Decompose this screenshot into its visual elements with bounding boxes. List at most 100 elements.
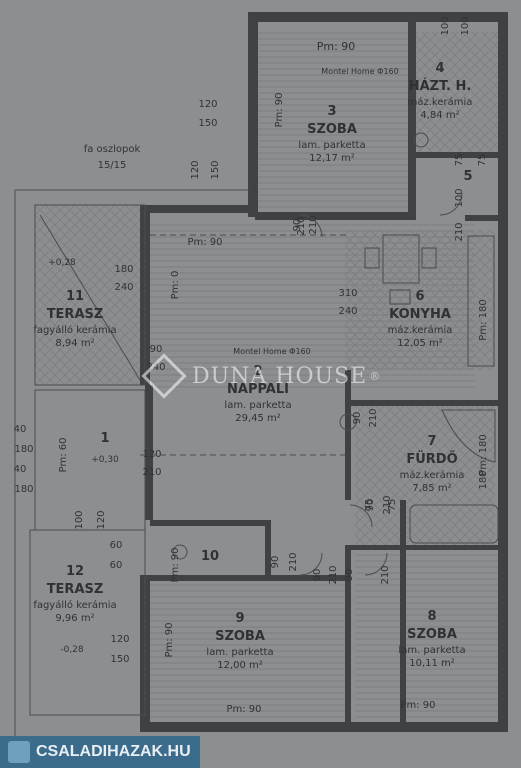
dimension-d180c: 180 xyxy=(478,470,489,489)
room-floor: máz.kerámia xyxy=(400,469,465,481)
wall xyxy=(150,520,270,526)
kitchen-counter-icon xyxy=(467,235,495,367)
room-name: SZOBA xyxy=(307,122,357,137)
sink-icon xyxy=(413,132,429,148)
shower-icon xyxy=(441,409,496,463)
floor-room-9 xyxy=(150,580,350,720)
dimension-d120e: 120 xyxy=(110,634,129,645)
source-footer: CSALADIHAZAK.HU xyxy=(0,736,200,768)
wall xyxy=(350,400,500,406)
annotation-lvl_b: -0,28 xyxy=(60,645,84,655)
dimension-d150a: 150 xyxy=(198,118,217,129)
annotation-pm90_br: Pm: 90 xyxy=(400,700,435,711)
dimension-d100b: 100 xyxy=(440,16,451,35)
room-number: 8 xyxy=(427,609,436,624)
wall xyxy=(248,12,258,217)
room-area: 29,45 m² xyxy=(235,413,281,424)
toilet-icon xyxy=(339,413,357,431)
chair-icon xyxy=(364,247,380,269)
dimension-d240: 240 xyxy=(114,282,133,293)
dimension-d210g: 210 xyxy=(382,495,393,514)
wall xyxy=(400,500,406,725)
wall xyxy=(498,12,508,732)
dimension-d75c: 75 xyxy=(364,499,375,512)
wall xyxy=(345,545,351,725)
room-name: TERASZ xyxy=(47,582,104,597)
dimension-d40a: 40 xyxy=(14,424,27,435)
room-floor: lam. parketta xyxy=(298,140,365,151)
annotation-pm90_9: Pm: 90 xyxy=(164,622,175,657)
room-floor: lam. parketta xyxy=(224,400,291,411)
room-number: 7 xyxy=(427,434,436,449)
dimension-d75d: 75 xyxy=(387,499,398,512)
wall xyxy=(140,722,508,732)
door-swing-icon xyxy=(299,214,323,238)
dimension-d40b: 40 xyxy=(14,464,27,475)
dimension-d210e: 210 xyxy=(454,222,465,241)
room-name: SZOBA xyxy=(407,627,457,642)
room-number: 2 xyxy=(253,364,262,379)
room-floor: fagyálló kerámia xyxy=(33,324,116,336)
dimension-d120a: 120 xyxy=(198,99,217,110)
watermark-logo-icon xyxy=(141,353,187,399)
dimension-d180b: 180 xyxy=(14,484,33,495)
annotation-pm60: Pm: 60 xyxy=(58,437,69,472)
sink-icon xyxy=(172,544,188,560)
dimension-d90b: 90 xyxy=(292,219,303,232)
chair-icon xyxy=(421,247,437,269)
annotation-pm180_f: Pm: 180 xyxy=(478,434,489,475)
room-area: 8,94 m² xyxy=(55,338,94,349)
room-number: 10 xyxy=(201,549,219,564)
room-floor: fagyálló kerámia xyxy=(33,599,116,611)
watermark-text: DUNA HOUSE xyxy=(192,363,368,389)
dimension-d90e: 90 xyxy=(365,499,376,512)
room-number: 12 xyxy=(66,564,84,579)
annotation-pm180_k: Pm: 180 xyxy=(478,299,489,340)
dimension-d120d: 120 xyxy=(96,510,107,529)
dimension-d210i: 210 xyxy=(380,565,391,584)
dimension-d90h: 90 xyxy=(312,569,323,582)
dimension-d90g: 90 xyxy=(344,569,355,582)
room-name: FÜRDŐ xyxy=(406,451,457,467)
room-floor: lam. parketta xyxy=(206,647,273,658)
site-logo-icon xyxy=(8,741,30,763)
dimension-d90a: 90 xyxy=(150,344,163,355)
dimension-d120c: 120 xyxy=(142,449,161,460)
dimension-d210c: 210 xyxy=(308,215,319,234)
floor-room-11 xyxy=(35,205,145,385)
dimension-d75a: 75 xyxy=(454,154,465,167)
wall xyxy=(408,152,503,158)
dimension-d60b: 60 xyxy=(110,560,123,571)
dimension-d90d: 90 xyxy=(352,412,363,425)
room-area: 4,84 m² xyxy=(420,110,459,121)
room-floor: máz.kerámia xyxy=(388,324,453,336)
floor-room-3 xyxy=(258,28,408,218)
footer-text: CSALADIHAZAK.HU xyxy=(36,743,191,760)
room-floor: máz.kerámia xyxy=(408,96,473,108)
annotation-lvl_t: +0,28 xyxy=(48,258,76,268)
wall xyxy=(350,545,500,550)
door-swing-icon xyxy=(439,192,463,216)
room-area: 7,85 m² xyxy=(412,483,451,494)
floor-room-4 xyxy=(410,32,505,157)
dimension-d90f: 90 xyxy=(270,556,281,569)
room-floor: lam. parketta xyxy=(398,645,465,656)
dimension-d100a: 100 xyxy=(74,510,85,529)
terrace-12-outline xyxy=(29,529,146,716)
room-number: 9 xyxy=(235,611,244,626)
dimension-d240c: 240 xyxy=(146,362,165,373)
wall xyxy=(150,575,345,581)
dimension-d210j: 210 xyxy=(328,565,339,584)
dimension-d210b: 210 xyxy=(142,467,161,478)
annotation-pm90_lv: Pm: 90 xyxy=(170,547,181,582)
dimension-d210a: 210 xyxy=(296,216,307,235)
wall xyxy=(345,370,351,500)
room-number: 5 xyxy=(463,169,472,184)
door-swing-icon xyxy=(349,504,373,528)
door-swing-icon xyxy=(364,552,388,576)
watermark-reg: ® xyxy=(369,369,382,383)
chair-icon xyxy=(389,289,411,305)
